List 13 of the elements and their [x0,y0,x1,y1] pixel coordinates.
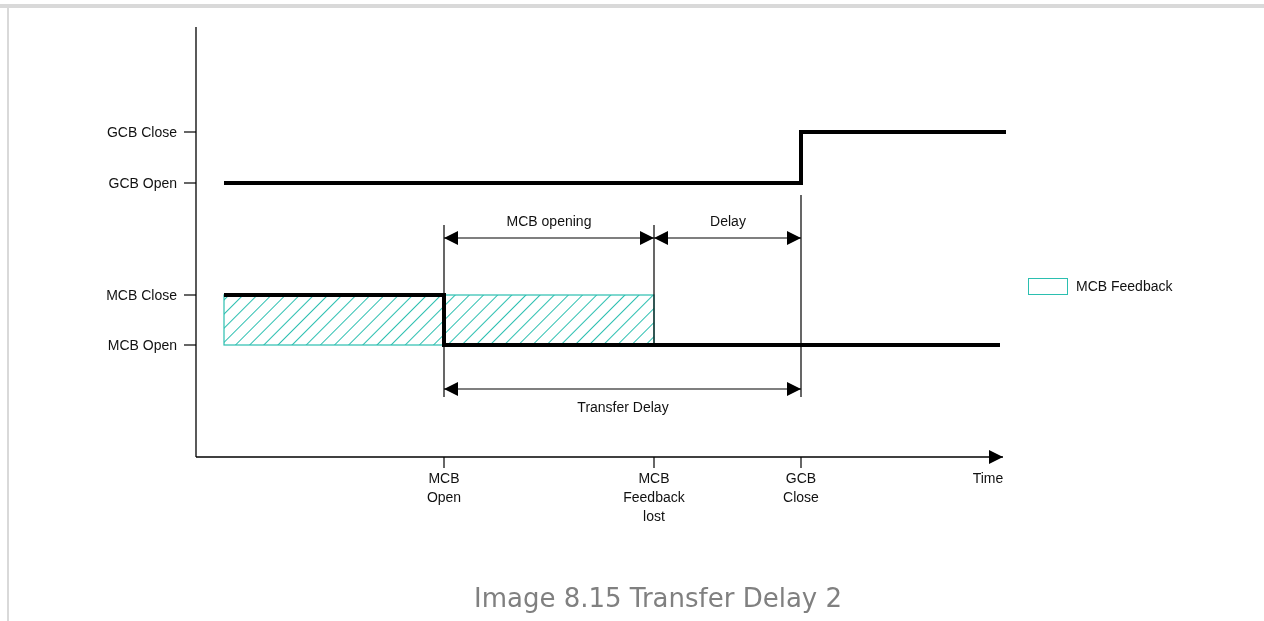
axis-label: GCB Close [106,123,177,142]
dimension-label: MCB opening [506,212,592,231]
axis-label: MCB Close [106,286,177,305]
tick-label: MCB Feedback lost [622,469,686,526]
axis-label: GCB Open [108,174,177,193]
figure-caption: Image 8.15 Transfer Delay 2 [473,583,843,613]
axis-label: MCB Open [107,336,177,355]
tick-label: MCB Open [425,469,463,507]
legend-label: MCB Feedback [1076,277,1173,296]
dimension-label: Delay [710,212,746,231]
dimension-label: Transfer Delay [577,398,669,417]
tick-label: GCB Close [782,469,820,507]
axis-title: Time [972,469,1004,488]
